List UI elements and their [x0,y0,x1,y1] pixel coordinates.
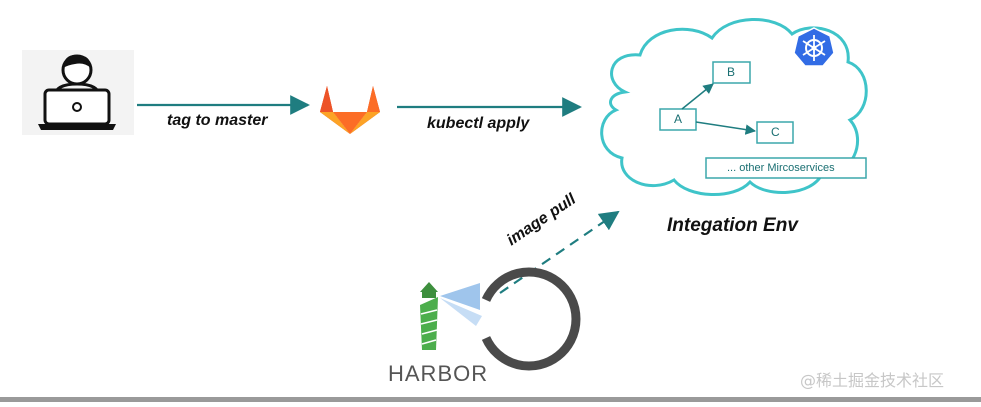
harbor-lighthouse-logo [420,267,581,371]
service-a-box [659,108,697,131]
harbor-wordmark: HARBOR [388,361,489,386]
service-a-label: A [674,112,683,126]
a-to-b-arrow [681,83,714,110]
service-c-box [756,121,794,144]
kubernetes-helm-icon [793,27,835,67]
a-to-c-arrow [695,121,757,135]
watermark: @稀土掘金技术社区 [800,371,945,390]
integration-env-title: Integation Env [667,215,798,236]
other-services-label: ... other Mircoservices [727,162,835,174]
image-pull-arrow [499,210,620,294]
service-b-label: B [727,65,736,79]
kubectl-apply-label: kubectl apply [427,115,530,132]
service-c-label: C [771,125,780,139]
developer-laptop-icon [22,50,134,135]
bottom-divider [0,397,981,402]
other-services-box [705,157,867,179]
tag-to-master-label: tag to master [167,112,268,129]
gitlab-logo-icon [320,86,380,134]
integration-env-cloud [600,18,868,196]
service-b-box [712,61,751,84]
